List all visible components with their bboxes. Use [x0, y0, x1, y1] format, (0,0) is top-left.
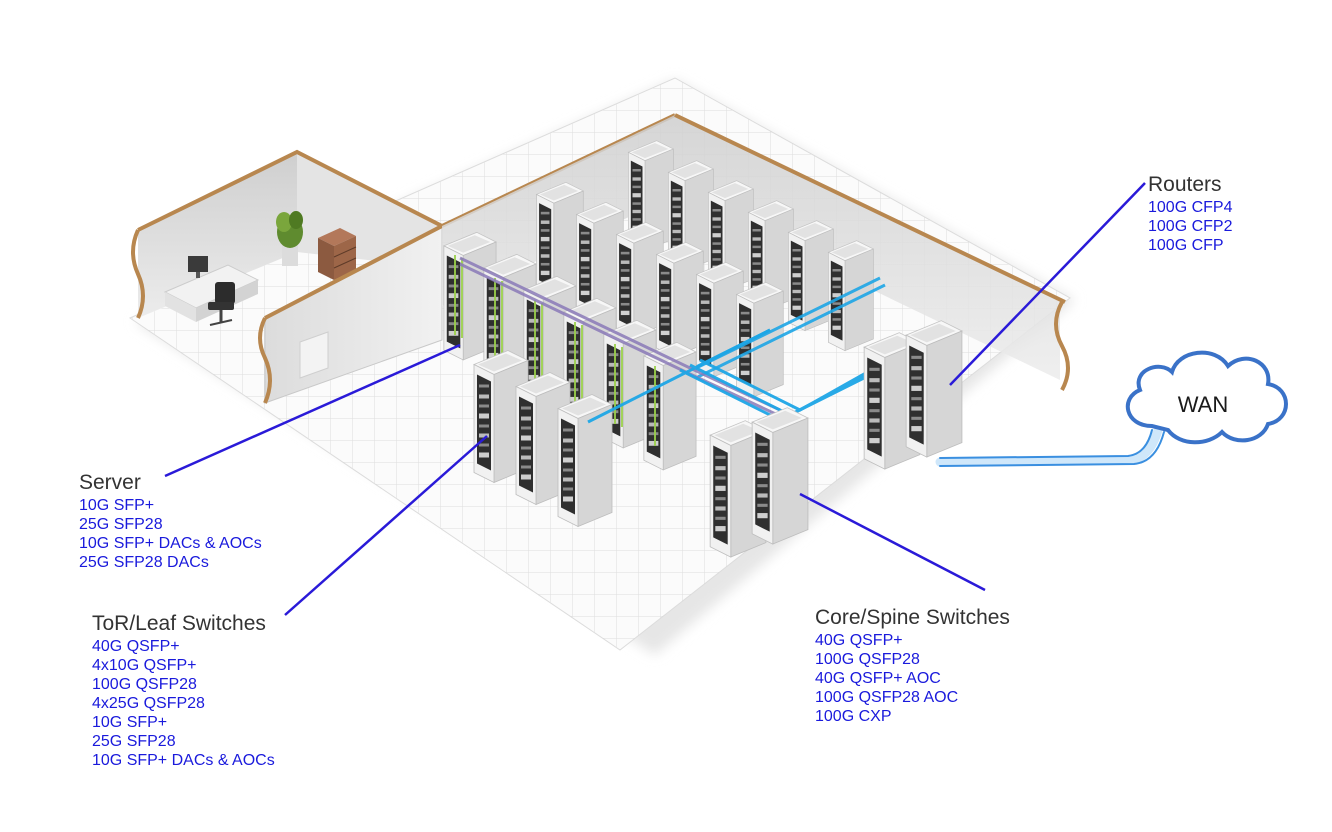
tor-leaf-item: 4x25G QSFP28 [92, 695, 205, 712]
office-back-wall-left [138, 152, 297, 318]
tor-leaf-title: ToR/Leaf Switches [92, 612, 266, 635]
server-label: Server 10G SFP+ 25G SFP28 10G SFP+ DACs … [79, 470, 262, 572]
core-spine-item: 100G QSFP28 AOC [815, 689, 959, 706]
tor-leaf-item: 10G SFP+ DACs & AOCs [92, 752, 275, 769]
server-item: 25G SFP28 DACs [79, 554, 209, 571]
router-pointer [949, 182, 1146, 386]
server-cabling [454, 255, 656, 446]
server-item: 25G SFP28 [79, 516, 163, 533]
server-pointer [164, 343, 461, 478]
tor-leaf-item: 25G SFP28 [92, 733, 176, 750]
core-pointer [799, 492, 986, 592]
office-chair-icon [208, 282, 235, 326]
core-spine-items: 40G QSFP+ 100G QSFP28 40G QSFP+ AOC 100G… [815, 631, 1010, 726]
core-spine-label: Core/Spine Switches 40G QSFP+ 100G QSFP2… [815, 605, 1010, 726]
wan-link [935, 425, 1165, 467]
core-spine-item: 100G CXP [815, 708, 892, 725]
routers-item: 100G CFP2 [1148, 218, 1233, 235]
tor-pointer [284, 435, 488, 616]
bookshelf-icon [318, 228, 357, 280]
wan-cloud-icon: WAN [1125, 350, 1288, 445]
datacenter-back-wall [442, 115, 1060, 380]
tor-leaf-items: 40G QSFP+ 4x10G QSFP+ 100G QSFP28 4x25G … [92, 637, 275, 770]
core-spine-item: 100G QSFP28 [815, 651, 920, 668]
tor-leaf-item: 4x10G QSFP+ [92, 657, 197, 674]
server-title: Server [79, 471, 141, 494]
pointer-lines [164, 182, 1146, 616]
core-spine-title: Core/Spine Switches [815, 606, 1010, 629]
potted-plant-icon [276, 211, 303, 266]
server-rack-icon [643, 341, 697, 471]
tor-leaf-label: ToR/Leaf Switches 40G QSFP+ 4x10G QSFP+ … [92, 611, 275, 770]
server-item: 10G SFP+ [79, 497, 155, 514]
core-spine-item: 40G QSFP+ AOC [815, 670, 941, 687]
server-rack-icon [751, 407, 809, 545]
server-items: 10G SFP+ 25G SFP28 10G SFP+ DACs & AOCs … [79, 496, 262, 572]
tor-leaf-item: 10G SFP+ [92, 714, 168, 731]
routers-label: Routers 100G CFP4 100G CFP2 100G CFP [1148, 172, 1232, 255]
server-item: 10G SFP+ DACs & AOCs [79, 535, 262, 552]
routers-items: 100G CFP4 100G CFP2 100G CFP [1148, 198, 1232, 255]
routers-title: Routers [1148, 173, 1222, 196]
server-rack-icon [905, 320, 963, 458]
core-spine-item: 40G QSFP+ [815, 632, 903, 649]
wan-label: WAN [1178, 392, 1229, 417]
routers-item: 100G CFP [1148, 237, 1224, 254]
routers-item: 100G CFP4 [1148, 199, 1233, 216]
tor-leaf-item: 40G QSFP+ [92, 638, 180, 655]
tor-leaf-item: 100G QSFP28 [92, 676, 197, 693]
